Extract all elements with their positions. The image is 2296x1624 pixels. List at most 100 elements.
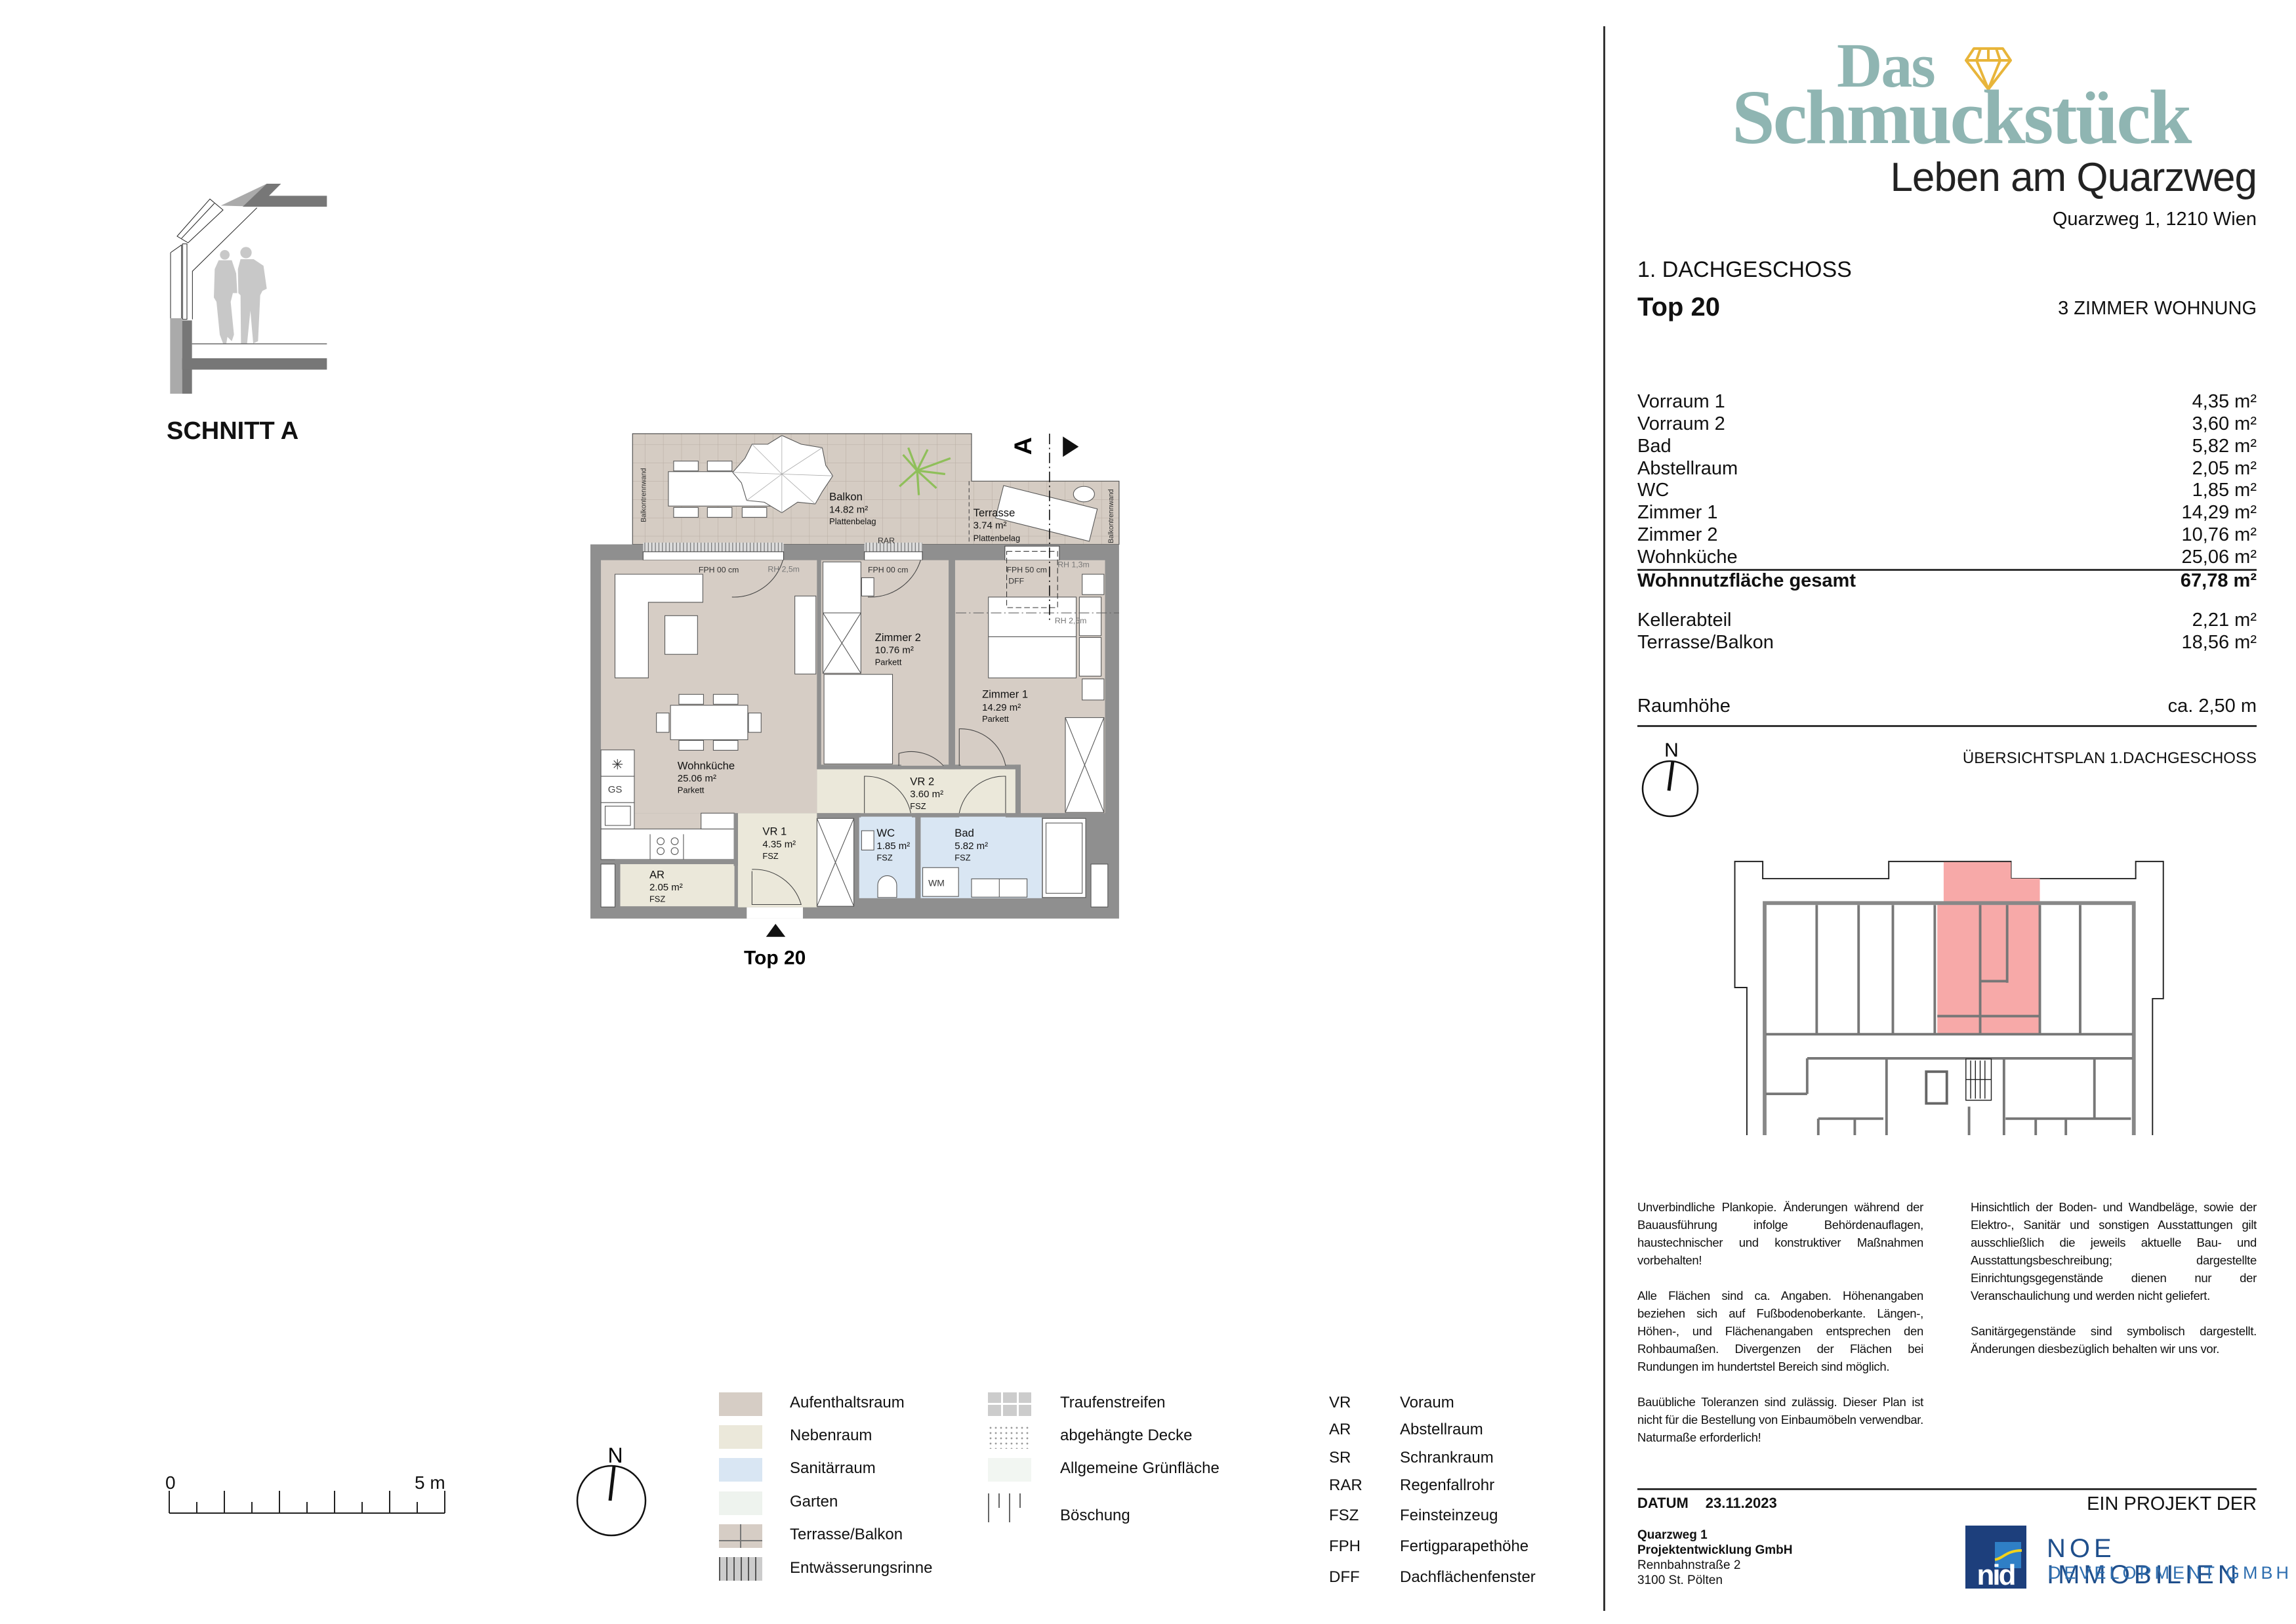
north-compass: N <box>576 1444 647 1537</box>
annotation: Balkontrennwand <box>640 468 648 522</box>
window-3[interactable] <box>1004 545 1060 561</box>
room-area: 2.05 m² <box>649 882 683 893</box>
sideboard <box>794 595 817 675</box>
date-value: 23.11.2023 <box>1705 1495 1777 1511</box>
footer-divider <box>1637 1488 2257 1490</box>
room-floor: FSZ <box>762 851 778 861</box>
overview-north-compass: N <box>1641 739 1699 818</box>
panel-divider <box>1603 26 1605 1611</box>
room-height-value: ca. 2,50 m <box>2167 696 2257 717</box>
extra-value: 18,56 m² <box>2181 632 2257 653</box>
area-label: Bad <box>1637 436 1671 457</box>
room-area: 25.06 m² <box>678 773 716 784</box>
legend-label: Allgemeine Grünfläche <box>1060 1459 1220 1477</box>
section-marker-label: A <box>1009 437 1036 455</box>
room-name: Zimmer 2 <box>875 631 921 644</box>
door-bad[interactable] <box>958 776 1006 814</box>
area-value: 3,60 m² <box>2192 413 2257 434</box>
annotation: RH 1,3m <box>1057 560 1090 569</box>
annotation: RH 2,5m <box>768 564 800 573</box>
legend-swatch-abgehaengte-decke <box>988 1425 1031 1449</box>
inner-wall <box>182 320 192 394</box>
door-zimmer-1[interactable] <box>958 728 1006 766</box>
abbr-meaning: Dachflächenfenster <box>1400 1568 1536 1586</box>
partner-subname: DEVELOPMENT GMBH <box>2048 1563 2293 1583</box>
total-value: 67,78 m² <box>2180 570 2257 591</box>
kitchen-counter <box>600 749 735 860</box>
room-floor: Parkett <box>875 657 902 667</box>
entrance-arrow-icon <box>766 923 786 937</box>
extra-value: 2,21 m² <box>2192 610 2257 631</box>
room-floor: Parkett <box>982 714 1009 724</box>
door-zimmer-2[interactable] <box>898 751 944 766</box>
annotation: FPH 00 cm <box>699 565 739 574</box>
note-paragraph: Alle Flächen sind ca. Angaben. Höhenanga… <box>1637 1289 1923 1373</box>
door-wc[interactable] <box>864 776 911 814</box>
bed-zimmer-1 <box>988 596 1077 678</box>
roof-window <box>176 198 224 243</box>
abbr: RAR <box>1329 1476 1363 1494</box>
room-name: AR <box>649 868 665 881</box>
area-label: Abstellraum <box>1637 458 1738 479</box>
coffee-table <box>664 615 698 655</box>
area-row: Bad 5,82 m² <box>1637 435 2257 457</box>
ceiling-slab <box>243 184 327 207</box>
floor-label: 1. DACHGESCHOSS <box>1637 257 1852 282</box>
diamond-icon <box>1965 47 2012 91</box>
room-floor: FSZ <box>649 894 665 904</box>
company-address: Quarzweg 1 Projektentwicklung GmbH Rennb… <box>1637 1528 1792 1588</box>
window-1[interactable] <box>642 551 785 561</box>
fridge-icon: ✳ <box>611 757 623 772</box>
door-zimmer2-window[interactable] <box>868 560 921 598</box>
abbr: FPH <box>1329 1537 1361 1555</box>
room-area: 3.74 m² <box>974 520 1007 531</box>
north-label: N <box>1664 739 1679 761</box>
compass-circle <box>1641 760 1699 818</box>
extra-row: Terrasse/Balkon 18,56 m² <box>1637 631 2257 654</box>
bed-zimmer-2 <box>823 674 893 764</box>
area-value: 2,05 m² <box>2192 458 2257 479</box>
area-value: 5,82 m² <box>2192 436 2257 457</box>
company-city: 3100 St. Pölten <box>1637 1573 1723 1587</box>
note-paragraph: Bauübliche Toleranzen sind zulässig. Die… <box>1637 1395 1923 1444</box>
room-name: Bad <box>954 827 974 839</box>
overview-highlight-top20 <box>1937 862 2040 1035</box>
people-silhouette-icon <box>214 247 267 344</box>
dishwasher-label: GS <box>608 784 623 795</box>
room-area: 10.76 m² <box>875 645 914 656</box>
abbr: VR <box>1329 1394 1351 1411</box>
room-vr-2 <box>817 769 1015 814</box>
north-arrow-icon <box>1667 760 1675 791</box>
legend-swatch-sanitaerraum <box>719 1458 762 1482</box>
door-balcony[interactable] <box>731 560 783 598</box>
area-label: Wohnküche <box>1637 547 1738 568</box>
overview-elevator <box>1925 1070 1948 1105</box>
room-floor: Parkett <box>678 785 705 795</box>
floor-slab <box>182 358 327 370</box>
entrance-label: Top 20 <box>744 947 806 969</box>
room-name: Balkon <box>829 491 863 503</box>
plant-icon <box>899 447 951 495</box>
project-address: Quarzweg 1, 1210 Wien <box>2052 209 2257 230</box>
room-area: 14.29 m² <box>982 702 1021 713</box>
extra-label: Terrasse/Balkon <box>1637 632 1774 653</box>
legend-swatch-entwaesserungsrinne <box>719 1557 762 1581</box>
window-2[interactable] <box>864 551 923 561</box>
overview-building <box>1763 901 2136 1135</box>
logo-schmuckstueck: Schmuckstück <box>1732 74 2192 160</box>
room-area: 4.35 m² <box>762 839 796 850</box>
door-entrance[interactable] <box>751 869 802 906</box>
room-floor: FSZ <box>910 801 926 811</box>
unit-top: Top 20 <box>1637 293 1720 322</box>
abbr-meaning: Voraum <box>1400 1394 1454 1411</box>
company-street: Rennbahnstraße 2 <box>1637 1558 1741 1572</box>
overview-stairs <box>1965 1058 1992 1101</box>
room-area: 1.85 m² <box>876 841 910 852</box>
legend-label: Sanitärraum <box>790 1459 876 1477</box>
legend-label: Böschung <box>1060 1507 1130 1524</box>
